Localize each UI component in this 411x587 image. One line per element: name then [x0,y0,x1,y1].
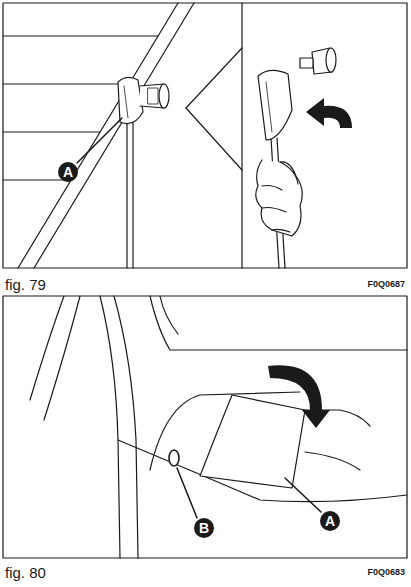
callout-letter: A [58,162,78,182]
figure-number: fig. 79 [5,277,46,292]
direction-arrow [306,98,352,128]
figure-frame [3,296,407,558]
figure-number: fig. 80 [5,565,46,580]
leader-line [285,478,321,512]
callout-letter: B [194,518,214,538]
panel-divider [241,3,242,268]
figure-code: F0Q0687 [367,280,405,289]
direction-arrow [268,365,330,428]
leader-line [77,118,122,163]
leader-line [177,468,197,518]
figure-code: F0Q0683 [367,568,405,577]
callout-letter: A [320,511,340,531]
figure-frame [3,3,407,268]
cover-flap [200,395,305,488]
